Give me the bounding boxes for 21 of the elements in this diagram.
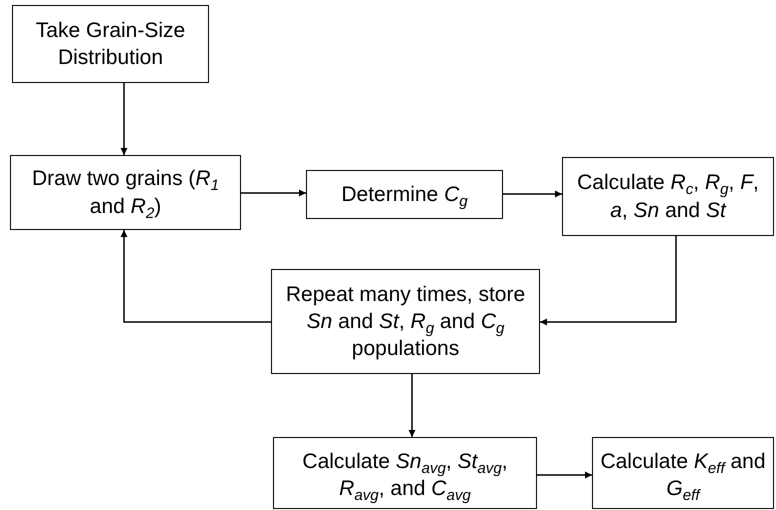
step-text: Take Grain-Size Distribution bbox=[34, 18, 186, 71]
step-text: Repeat many times, store Sn and St, R$_{g}$ and C$_{g}$ populations bbox=[284, 282, 526, 362]
step-text: Draw two grains (R$_{1}$ and R$_{2}$) bbox=[31, 166, 220, 220]
process-box bbox=[306, 170, 503, 219]
arrow bbox=[503, 190, 562, 198]
arrow bbox=[537, 472, 592, 478]
step-text: Calculate Sn$_{avg}$, St$_{avg}$, R$_{avg}$, and C$_{avg}$ bbox=[301, 449, 509, 503]
process-box bbox=[271, 269, 540, 374]
process-box bbox=[592, 437, 774, 509]
step-text: Calculate R$_{c}$, R$_{g}$, F, a, Sn and St bbox=[576, 170, 760, 224]
process-box bbox=[562, 157, 774, 236]
step-text: Determine C$_{g}$ bbox=[340, 182, 469, 208]
arrow bbox=[408, 374, 416, 437]
process-box bbox=[273, 437, 537, 509]
process-box bbox=[10, 155, 241, 230]
step-text: Calculate K$_{eff}$ and G$_{eff}$ bbox=[599, 449, 767, 503]
arrow bbox=[120, 230, 271, 323]
arrow bbox=[120, 83, 128, 155]
arrow bbox=[540, 236, 677, 326]
arrow bbox=[241, 190, 306, 196]
process-box bbox=[12, 5, 209, 83]
